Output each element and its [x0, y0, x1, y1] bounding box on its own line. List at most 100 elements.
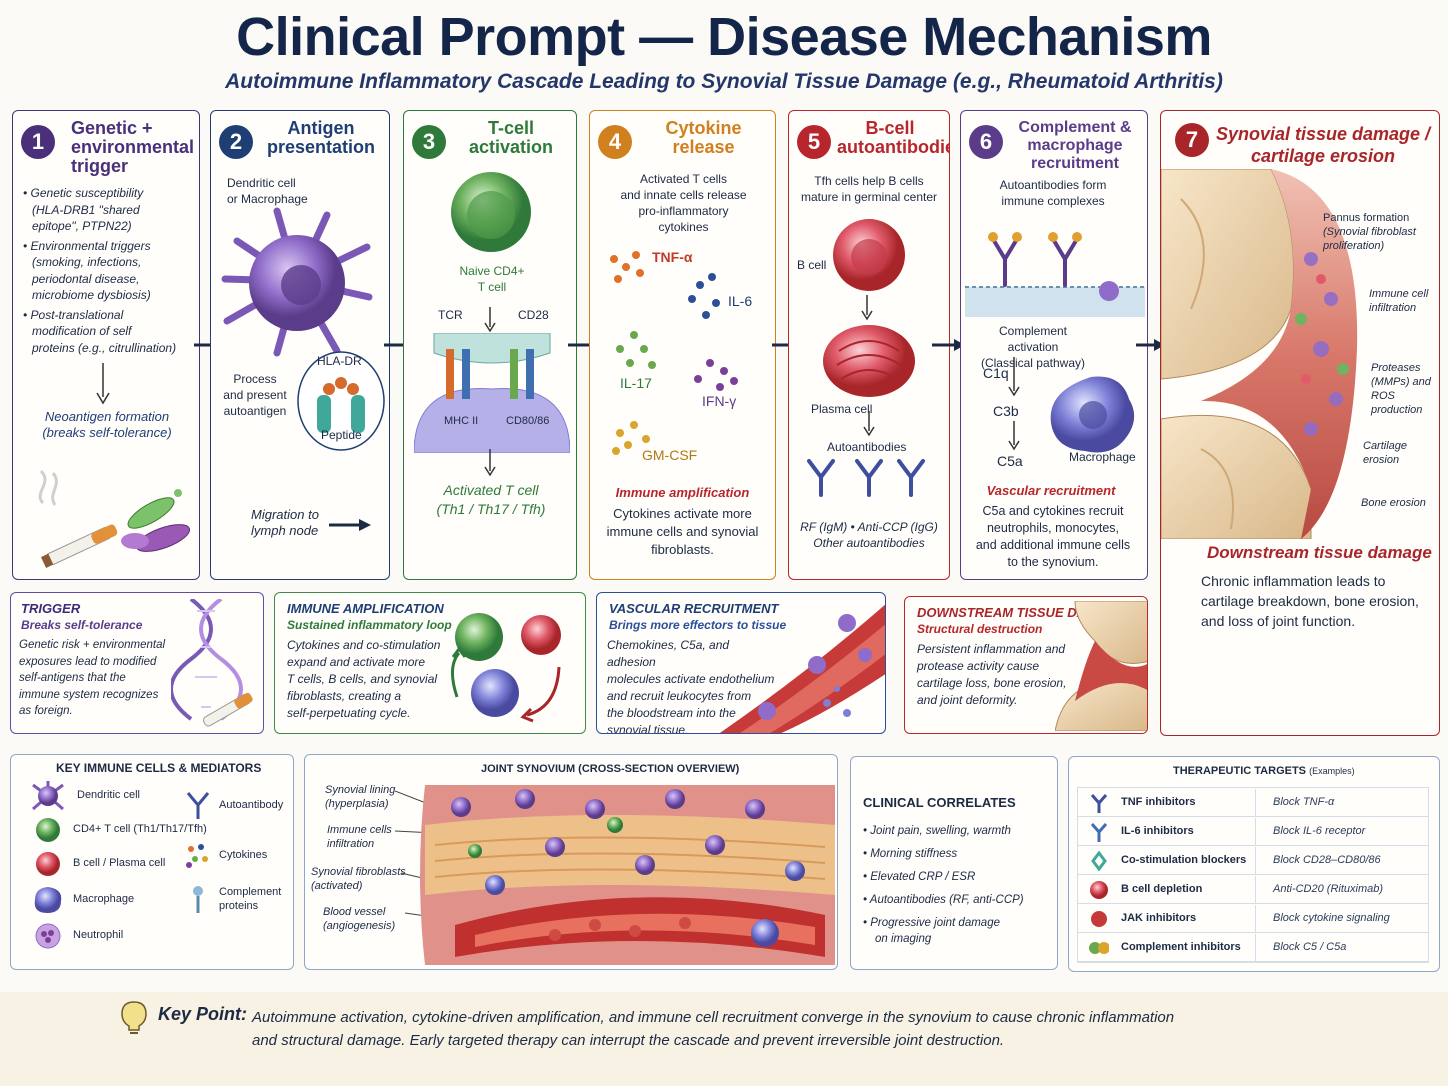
legend-title: KEY IMMUNE CELLS & MEDIATORS	[56, 761, 262, 775]
b-cell-icon	[833, 219, 905, 291]
step-badge: 2	[219, 125, 253, 159]
step-badge: 1	[21, 125, 55, 159]
joint-erosion-icon	[1161, 169, 1358, 539]
autoantibody-icon	[807, 459, 925, 497]
cd80-label: CD80/86	[506, 415, 550, 427]
synovium-cross-section-icon	[395, 785, 835, 965]
mhc-label: MHC II	[444, 415, 479, 427]
legend-item: Neutrophil	[31, 921, 291, 951]
therapy-row: B cell depletion Anti-CD20 (Rituximab)	[1077, 876, 1429, 904]
naive-t-cell-icon	[451, 172, 531, 252]
amplification-loop-icon	[451, 613, 561, 723]
c5a-label: C5a	[997, 453, 1023, 469]
legend-item: Cytokines	[183, 841, 293, 871]
key-point-label: Key Point:	[158, 1004, 248, 1024]
therapy-row: TNF inhibitors Block TNF-α	[1077, 789, 1429, 817]
down-arrow-icon	[861, 295, 873, 321]
legend-item: B cell / Plasma cell	[31, 849, 291, 879]
therapy-desc: Anti-CD20 (Rituximab)	[1273, 883, 1384, 895]
step-badge: 7	[1175, 123, 1209, 157]
therapy-title: THERAPEUTIC TARGETS (Examples)	[1173, 765, 1355, 777]
down-arrow-icon	[1008, 357, 1020, 397]
rf-anticcp-label: RF (IgM) • Anti-CCP (IgG)Other autoantib…	[800, 520, 938, 550]
complement-icon	[193, 886, 203, 913]
therapy-icon	[1090, 794, 1108, 813]
damaged-joint-icon	[1055, 601, 1147, 731]
flow-arrow-icon	[1136, 339, 1165, 351]
vascular-recruitment-label: Vascular recruitment	[986, 483, 1116, 498]
complement-activation-label: Complement activation(Classical pathway)	[980, 324, 1086, 370]
step-7-panel: 7 Synovial tissue damage /cartilage eros…	[1160, 110, 1440, 736]
migration-arrow-icon	[329, 519, 371, 531]
dna-icon	[171, 599, 253, 727]
cd28-label: CD28	[518, 308, 549, 322]
step-title: Synovial tissue damage /cartilage erosio…	[1215, 124, 1431, 166]
therapy-desc: Block C5 / C5a	[1273, 941, 1347, 953]
legend-item: CD4+ T cell (Th1/Th17/Tfh)	[31, 815, 291, 845]
therapy-name: B cell depletion	[1121, 883, 1203, 895]
activated-t-label: Activated T cell(Th1 / Th17 / Tfh)	[436, 482, 546, 517]
macrophage-icon	[1050, 376, 1135, 453]
neoantigen-label: Neoantigen formation(breaks self-toleran…	[42, 409, 172, 440]
therapy-icon	[1091, 851, 1107, 871]
summary-vascular: VASCULAR RECRUITMENT Brings more effecto…	[596, 592, 886, 734]
page-subtitle: Autoimmune Inflammatory Cascade Leading …	[225, 70, 1223, 93]
legend-item: Dendritic cell	[31, 781, 291, 811]
immune-synapse-icon	[414, 333, 570, 453]
bone-erosion-label: Bone erosion	[1361, 497, 1426, 509]
therapy-name: Complement inhibitors	[1121, 941, 1241, 953]
lightbulb-icon	[121, 1001, 147, 1034]
downstream-label: Downstream tissue damage	[1207, 543, 1432, 562]
therapy-panel: THERAPEUTIC TARGETS (Examples) TNF inhib…	[1068, 756, 1440, 972]
hla-dr-label: HLA-DR	[317, 354, 362, 368]
legend-panel: KEY IMMUNE CELLS & MEDIATORS Dendritic c…	[10, 754, 294, 970]
bcell-label: B cell	[797, 258, 827, 272]
therapy-row: Complement inhibitors Block C5 / C5a	[1077, 934, 1429, 962]
autoantibodies-label: Autoantibodies	[827, 440, 907, 454]
therapy-name: IL-6 inhibitors	[1121, 825, 1194, 837]
step-badge: 6	[969, 125, 1003, 159]
clinical-title: CLINICAL CORRELATES	[863, 795, 1016, 810]
down-arrow-icon	[1008, 421, 1020, 451]
cigarette-bacteria-icon	[38, 469, 191, 568]
cytokine-dots-icon	[610, 251, 738, 455]
plasma-label: Plasma cell	[811, 402, 873, 416]
therapy-name: TNF inhibitors	[1121, 796, 1196, 808]
therapy-desc: Block TNF-α	[1273, 796, 1335, 808]
blood-vessel-icon	[719, 604, 885, 733]
therapy-desc: Block CD28–CD80/86	[1273, 854, 1381, 866]
cytokines-icon	[186, 844, 208, 868]
step-5-panel: 5 B-cellautoantibodies Tfh cells help B …	[788, 110, 950, 580]
c1q-label: C1q	[983, 365, 1009, 381]
legend-item: Macrophage	[31, 885, 291, 915]
synovial-lining-label: Synovial lining(hyperplasia)	[325, 784, 396, 810]
autoantibody-icon	[186, 792, 210, 819]
peptide-label: Peptide	[321, 428, 362, 442]
key-point-banner: Key Point: Autoimmune activation, cytoki…	[0, 992, 1448, 1086]
b-cell-icon	[36, 852, 60, 876]
macrophage-label: Macrophage	[1069, 450, 1136, 464]
synovium-title: JOINT SYNOVIUM (CROSS-SECTION OVERVIEW)	[481, 763, 740, 775]
down-arrow-icon	[484, 449, 496, 477]
page-title: Clinical Prompt — Disease Mechanism	[236, 7, 1212, 67]
step-badge: 3	[412, 125, 446, 159]
tcr-label: TCR	[438, 308, 463, 322]
